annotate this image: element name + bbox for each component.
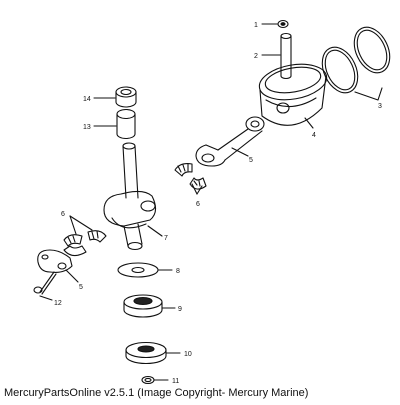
part-5-connecting-rod: [195, 116, 265, 167]
callout-labels: 1 2 3 4 5 6 13 14 7 6 5 12 8 9 10 11: [54, 22, 382, 385]
part-5-rod-cap: [37, 249, 79, 283]
part-4-piston: [258, 63, 328, 129]
callout-12: 12: [54, 300, 62, 307]
part-1-piston-pin-retainer: [261, 19, 289, 29]
callout-6-upper: 6: [196, 201, 200, 208]
callout-8: 8: [176, 268, 180, 275]
callout-2: 2: [254, 53, 258, 60]
callout-5-cap: 5: [79, 284, 83, 291]
part-3-piston-rings: [321, 26, 391, 101]
part-14-crankshaft-bearing-ring: [93, 86, 137, 108]
callout-13: 13: [83, 124, 91, 131]
part-6-bearing-cages-upper: [174, 163, 207, 195]
callout-3: 3: [378, 103, 382, 110]
callout-9: 9: [178, 306, 182, 313]
part-9-oil-seal: [123, 294, 176, 318]
part-6-bearing-cages-lower: [63, 215, 107, 257]
callout-6-lower: 6: [61, 211, 65, 218]
part-10-seal-carrier: [125, 341, 181, 365]
callout-5-rod: 5: [249, 157, 253, 164]
part-13-needle-bearing: [93, 108, 136, 140]
part-7-crankshaft: [103, 142, 163, 251]
callout-1: 1: [254, 22, 258, 29]
callout-10: 10: [184, 351, 192, 358]
callout-7: 7: [164, 235, 168, 242]
image-caption: MercuryPartsOnline v2.5.1 (Image Copyrig…: [4, 387, 309, 399]
part-2-piston-pin: [261, 32, 292, 80]
part-11-snap-ring: [141, 375, 169, 385]
part-12-rod-bolt: [33, 271, 57, 301]
callout-11: 11: [172, 378, 179, 385]
callout-4: 4: [312, 132, 316, 139]
callout-14: 14: [83, 96, 91, 103]
part-8-thrust-washer: [117, 262, 173, 278]
